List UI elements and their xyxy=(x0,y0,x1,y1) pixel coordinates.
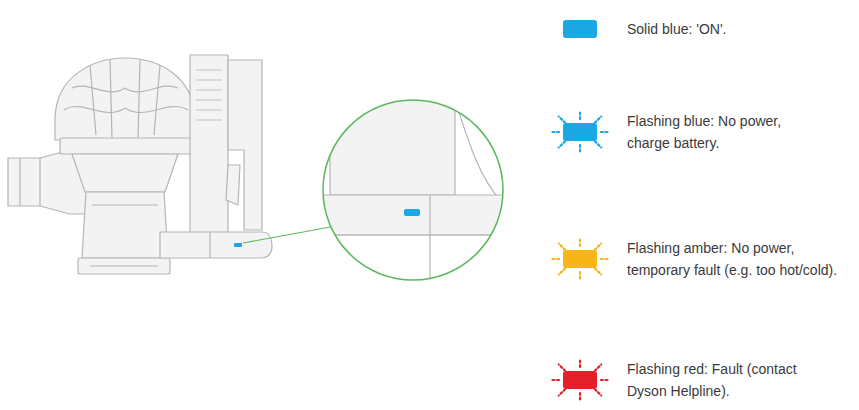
flash-ray xyxy=(559,364,565,370)
flash-ray xyxy=(579,393,581,402)
flash-ray xyxy=(559,116,565,122)
flash-ray xyxy=(579,272,581,281)
legend-text: Solid blue: 'ON'. xyxy=(627,18,857,40)
legend-text: Flashing blue: No power, charge battery. xyxy=(627,110,812,154)
magnifier-circle xyxy=(323,100,503,280)
led-swatch xyxy=(563,123,597,141)
flash-ray xyxy=(595,364,601,370)
flash-ray xyxy=(559,141,565,147)
flash-ray xyxy=(595,268,601,274)
vacuum-body xyxy=(8,55,272,274)
legend-text: Flashing red: Fault (contact Dyson Helpl… xyxy=(627,358,805,402)
flash-ray xyxy=(595,243,601,249)
flash-ray xyxy=(579,237,581,246)
flash-ray xyxy=(601,131,610,133)
flash-ray xyxy=(550,131,559,133)
flash-ray xyxy=(559,243,565,249)
flash-ray xyxy=(595,141,601,147)
leader-line xyxy=(243,226,336,243)
flash-ray xyxy=(595,389,601,395)
flash-ray xyxy=(579,358,581,367)
flash-ray xyxy=(601,258,610,260)
indicator-light xyxy=(234,243,242,247)
magnified-view xyxy=(320,95,510,290)
flash-ray xyxy=(559,389,565,395)
flash-ray xyxy=(579,145,581,154)
flash-ray xyxy=(550,379,559,381)
flash-ray xyxy=(559,268,565,274)
led-swatch xyxy=(563,250,597,268)
flash-ray xyxy=(550,258,559,260)
led-swatch xyxy=(563,20,597,38)
flash-ray xyxy=(595,116,601,122)
flash-ray xyxy=(579,110,581,119)
led-swatch xyxy=(563,371,597,389)
legend-text: Flashing amber: No power, temporary faul… xyxy=(627,237,842,281)
flash-ray xyxy=(601,379,610,381)
